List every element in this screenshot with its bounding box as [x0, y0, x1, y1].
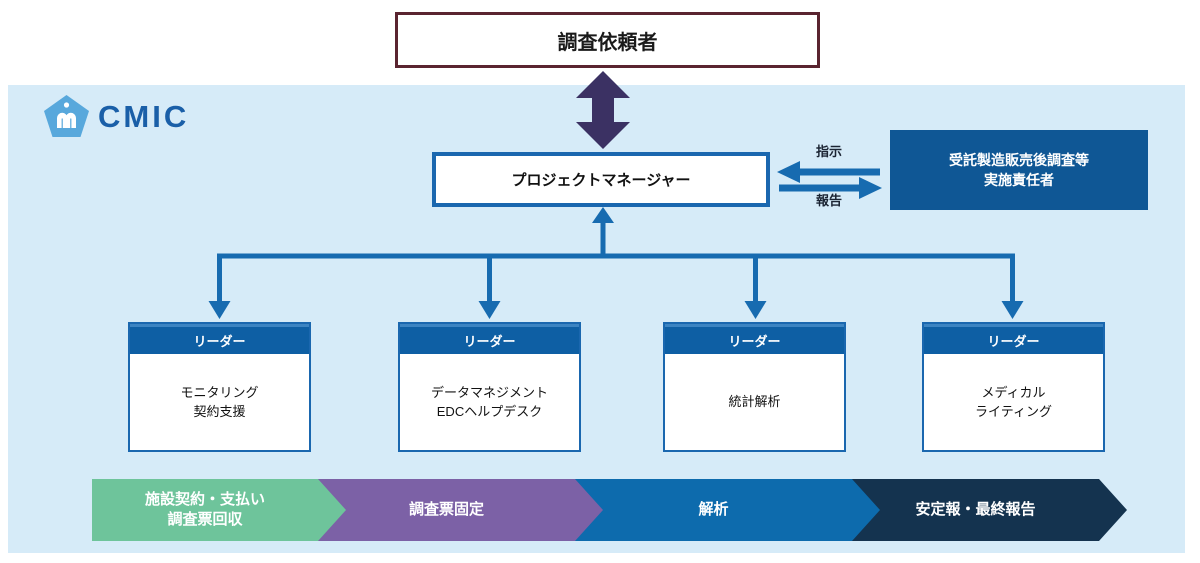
project-manager-box: プロジェクトマネージャー: [432, 152, 770, 207]
leader-line1: メディカル: [981, 384, 1046, 400]
client-box-label: 調査依頼者: [557, 31, 658, 54]
phase-line2: 調査票回収: [167, 511, 243, 528]
leader-header: リーダー: [130, 324, 309, 354]
responsible-box-line2: 実施責任者: [984, 172, 1054, 188]
phase-line1: 施設契約・支払い: [144, 490, 265, 508]
phase-line1: 解析: [698, 500, 729, 518]
leader-line2: 契約支援: [193, 404, 246, 419]
leader-card-statistics: リーダー 統計解析: [663, 322, 846, 452]
phase-line1: 安定報・最終報告: [915, 500, 1036, 518]
leader-line1: モニタリング: [180, 384, 259, 400]
leader-body: 統計解析: [665, 354, 844, 450]
phase-line1: 調査票固定: [408, 500, 484, 518]
leader-card-monitoring: リーダー モニタリング 契約支援: [128, 322, 311, 452]
leader-card-data-management: リーダー データマネジメント EDCヘルプデスク: [398, 322, 581, 452]
phase-chevron-contract: 施設契約・支払い 調査票回収: [92, 479, 346, 541]
phase-chevron-fixation: 調査票固定: [318, 479, 603, 541]
leader-line2: ライティング: [975, 404, 1052, 419]
project-manager-label: プロジェクトマネージャー: [511, 172, 691, 189]
leader-line2: EDCヘルプデスク: [436, 404, 543, 419]
leader-header: リーダー: [924, 324, 1103, 354]
phase-chevron-analysis: 解析: [575, 479, 880, 541]
leader-line1: データマネジメント: [430, 384, 548, 400]
cmic-logo: CMIC: [43, 94, 189, 138]
responsible-box-line1: 受託製造販売後調査等: [949, 151, 1089, 168]
leader-body: データマネジメント EDCヘルプデスク: [400, 354, 579, 450]
responsible-box: 受託製造販売後調査等 実施責任者: [890, 130, 1148, 210]
leader-card-medical-writing: リーダー メディカル ライティング: [922, 322, 1105, 452]
instruction-label: 指示: [815, 144, 842, 159]
leader-header: リーダー: [665, 324, 844, 354]
client-box: 調査依頼者: [395, 12, 820, 68]
cmic-logo-text: CMIC: [98, 99, 190, 134]
leader-header: リーダー: [400, 324, 579, 354]
cmic-pentagon-icon: [44, 95, 89, 137]
leader-line1: 統計解析: [728, 394, 781, 410]
leader-body: モニタリング 契約支援: [130, 354, 309, 450]
report-label: 報告: [815, 193, 842, 208]
leader-body: メディカル ライティング: [924, 354, 1103, 450]
phase-chevron-final-report: 安定報・最終報告: [852, 479, 1127, 541]
